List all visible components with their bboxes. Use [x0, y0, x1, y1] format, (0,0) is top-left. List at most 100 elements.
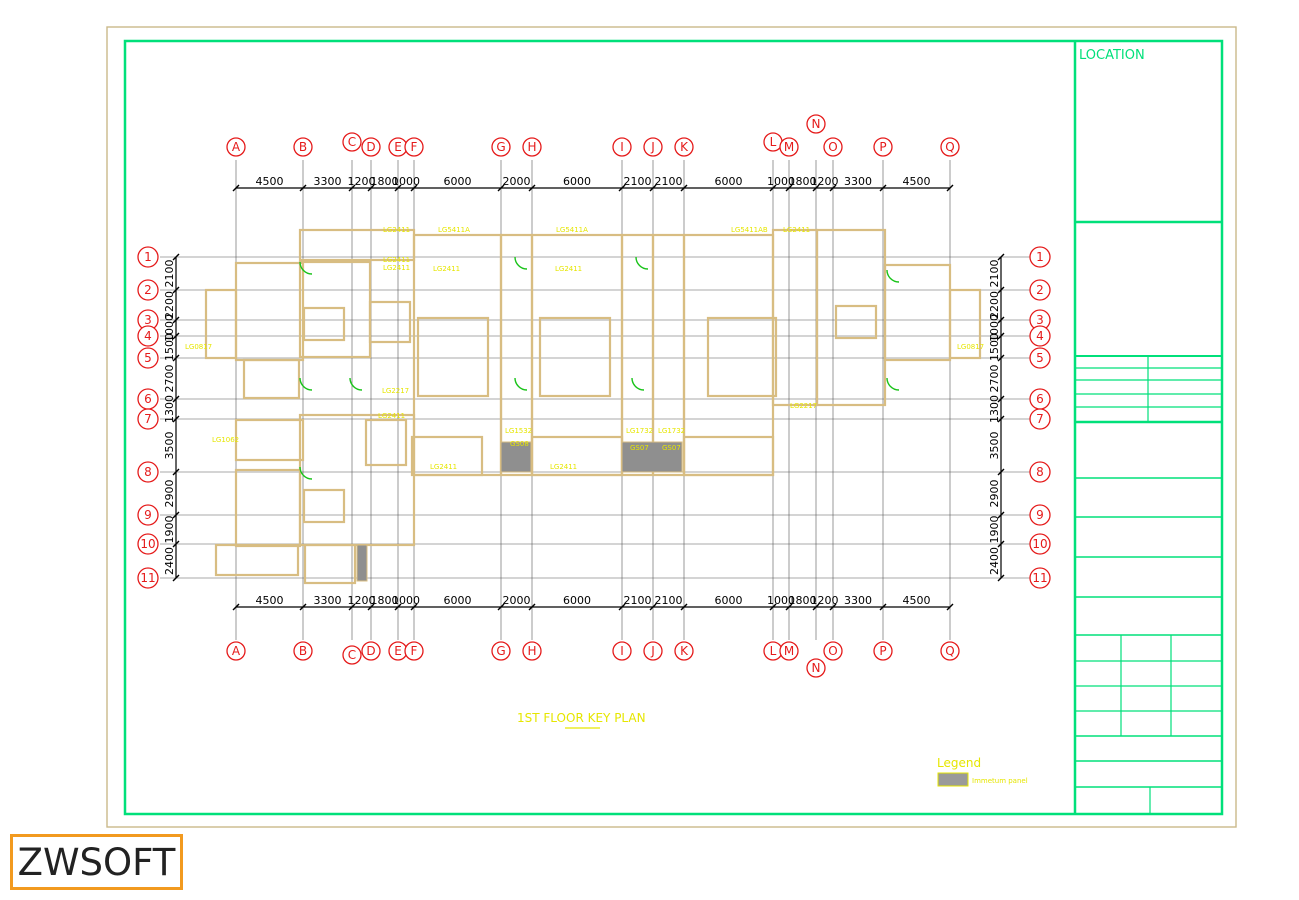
room-tag: LG2411	[430, 463, 457, 471]
axis-label-col: K	[680, 644, 689, 658]
room-tag: LG5411A	[556, 226, 588, 234]
axis-label-col: N	[812, 117, 821, 131]
dim-tick	[997, 316, 1005, 324]
dim-tick	[997, 540, 1005, 548]
axis-label-col: P	[879, 140, 886, 154]
axis-bubble-col	[940, 137, 960, 157]
axis-label-col: D	[366, 644, 375, 658]
wall-block	[242, 358, 301, 400]
axis-bubble-col	[779, 137, 799, 157]
axis-label-row: 4	[1036, 329, 1044, 343]
row-dim-label: 1000	[163, 314, 176, 342]
door-swing	[299, 466, 313, 480]
axis-label-col: H	[527, 644, 536, 658]
row-dim-label: 2900	[163, 480, 176, 508]
room-tag: LG2411	[555, 265, 582, 273]
wall-block	[368, 300, 412, 344]
axis-label-col: I	[620, 644, 624, 658]
axis-bubble-col	[491, 137, 511, 157]
dim-tick	[410, 184, 418, 192]
axis-bubble-row	[137, 279, 159, 301]
dim-tick	[367, 184, 375, 192]
axis-bubble-col	[491, 641, 511, 661]
col-dim-label: 1000	[767, 175, 795, 188]
dim-tick	[785, 184, 793, 192]
axis-bubble-row	[1029, 504, 1051, 526]
axis-bubble-row	[1029, 567, 1051, 589]
dim-tick	[769, 603, 777, 611]
axis-label-row: 3	[144, 313, 152, 327]
axis-label-col: M	[784, 644, 794, 658]
row-dim-label: 1300	[988, 395, 1001, 423]
axis-label-row: 10	[140, 537, 155, 551]
axis-label-row: 2	[1036, 283, 1044, 297]
room-tag: LG1732	[626, 427, 653, 435]
axis-bubble-col	[404, 641, 424, 661]
axis-bubble-row	[137, 347, 159, 369]
axis-label-row: 8	[144, 465, 152, 479]
row-dim-label: 3500	[163, 432, 176, 460]
door-swing	[635, 256, 649, 270]
door-swing	[514, 377, 528, 391]
dim-tick	[997, 286, 1005, 294]
dim-tick	[812, 603, 820, 611]
axis-label-col: G	[496, 140, 505, 154]
axis-bubble-col	[940, 641, 960, 661]
room-tag: LG1062	[212, 436, 239, 444]
dim-tick	[812, 184, 820, 192]
axis-bubble-col	[293, 641, 313, 661]
axis-bubble-row	[137, 246, 159, 268]
axis-label-row: 9	[144, 508, 152, 522]
door-swing	[299, 377, 313, 391]
wall-block	[499, 233, 534, 477]
axis-bubble-col	[806, 114, 826, 134]
wall-block	[815, 228, 887, 407]
drawing-title: 1ST FLOOR KEY PLAN	[517, 711, 646, 725]
axis-label-col: O	[828, 140, 837, 154]
wall-block	[410, 435, 484, 477]
axis-bubble-col	[823, 137, 843, 157]
dim-tick	[348, 603, 356, 611]
axis-label-row: 5	[144, 351, 152, 365]
axis-bubble-row	[137, 461, 159, 483]
col-dim-label: 1200	[811, 594, 839, 607]
col-dim-label: 2000	[503, 175, 531, 188]
wall-block	[298, 260, 372, 359]
col-dim-label: 1000	[392, 175, 420, 188]
axis-bubble-col	[643, 641, 663, 661]
wall-block	[883, 263, 952, 362]
axis-label-row: 1	[144, 250, 152, 264]
room-tag: LG2411	[378, 412, 405, 420]
dim-tick	[172, 332, 180, 340]
room-tag: LG2411	[383, 264, 410, 272]
col-dim-label: 2000	[503, 594, 531, 607]
axis-label-col: N	[812, 661, 821, 675]
axis-label-col: D	[366, 140, 375, 154]
axis-bubble-row	[1029, 347, 1051, 369]
dim-tick	[172, 253, 180, 261]
col-dim-label: 6000	[715, 175, 743, 188]
axis-bubble-col	[674, 137, 694, 157]
axis-bubble-col	[612, 641, 632, 661]
axis-label-col: F	[411, 140, 418, 154]
room-tag: LG0817	[185, 343, 212, 351]
axis-label-col: Q	[945, 140, 954, 154]
axis-label-row: 7	[1036, 412, 1044, 426]
axis-label-col: Q	[945, 644, 954, 658]
col-dim-label: 6000	[563, 175, 591, 188]
axis-label-col: C	[348, 648, 356, 662]
axis-bubble-col	[404, 137, 424, 157]
dim-tick	[879, 184, 887, 192]
row-dim-label: 3500	[988, 432, 1001, 460]
door-swing	[349, 377, 363, 391]
outer-sheet-frame	[106, 26, 1237, 828]
service-panel	[356, 544, 368, 582]
wall-block	[298, 413, 416, 547]
wall-block	[682, 233, 775, 477]
door-swing	[631, 377, 645, 391]
axis-bubble-col	[873, 137, 893, 157]
service-panel	[500, 441, 532, 473]
axis-label-col: A	[232, 140, 241, 154]
axis-label-col: P	[879, 644, 886, 658]
